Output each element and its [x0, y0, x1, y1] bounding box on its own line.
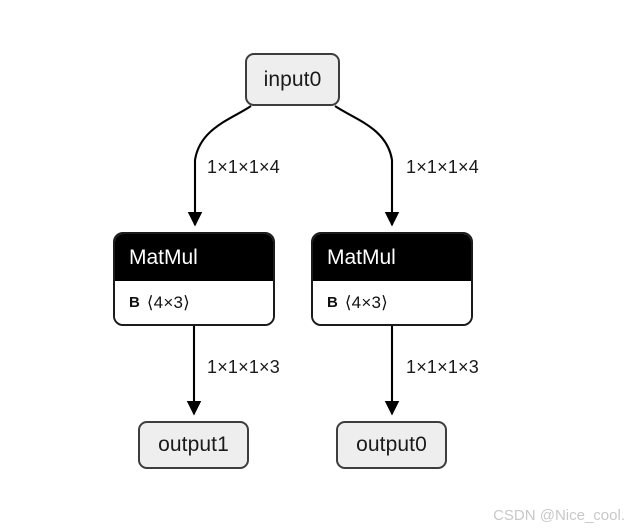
- edge-label-matmul-left-to-output: 1×1×1×3: [207, 357, 280, 377]
- edge-label-input-to-matmul-right: 1×1×1×4: [406, 157, 479, 177]
- edge-label-matmul-right-to-output: 1×1×1×3: [406, 357, 479, 377]
- node-matmul-right[interactable]: MatMul B ⟨4×3⟩: [311, 232, 473, 326]
- node-output1[interactable]: output1: [138, 421, 249, 469]
- node-input0-label: input0: [263, 67, 322, 91]
- node-matmul-left-title: MatMul: [115, 234, 273, 281]
- node-output1-label: output1: [158, 433, 229, 456]
- node-matmul-left-param-name: B: [129, 294, 140, 311]
- node-matmul-left-param-shape: ⟨4×3⟩: [146, 292, 190, 312]
- edge-label-input-to-matmul-left: 1×1×1×4: [207, 157, 280, 177]
- node-matmul-right-param-shape: ⟨4×3⟩: [344, 292, 388, 312]
- node-output0[interactable]: output0: [336, 421, 447, 469]
- node-input0[interactable]: input0: [245, 53, 340, 106]
- node-matmul-left[interactable]: MatMul B ⟨4×3⟩: [113, 232, 275, 326]
- node-matmul-right-param-name: B: [327, 294, 338, 311]
- node-matmul-right-param: B ⟨4×3⟩: [313, 281, 471, 324]
- node-matmul-right-title: MatMul: [313, 234, 471, 281]
- edge-input-to-matmul-right: [334, 105, 400, 227]
- node-matmul-left-param: B ⟨4×3⟩: [115, 281, 273, 324]
- node-output0-label: output0: [356, 433, 427, 456]
- watermark: CSDN @Nice_cool.: [493, 507, 625, 524]
